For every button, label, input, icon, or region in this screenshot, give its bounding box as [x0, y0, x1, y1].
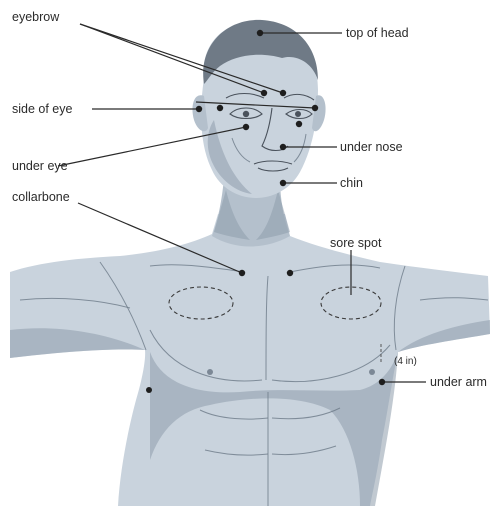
under-arm-point-right	[379, 379, 385, 385]
label-sore-spot: sore spot	[330, 236, 382, 250]
label-chin: chin	[340, 176, 363, 190]
chin-point	[280, 180, 286, 186]
label-four-inches: (4 in)	[394, 356, 417, 367]
under-arm-point-left	[146, 387, 152, 393]
label-top-of-head: top of head	[346, 26, 409, 40]
eyebrow-point-left	[261, 90, 267, 96]
label-under-arm: under arm	[430, 375, 487, 389]
label-under-eye: under eye	[12, 159, 68, 173]
label-eyebrow: eyebrow	[12, 10, 60, 24]
side-of-eye-point-left	[196, 106, 202, 112]
side-of-eye-point-inner	[217, 105, 223, 111]
label-side-of-eye: side of eye	[12, 102, 73, 116]
human-figure-illustration	[10, 20, 490, 506]
collarbone-point-right	[287, 270, 293, 276]
side-of-eye-point-right	[312, 105, 318, 111]
collarbone-point-left	[239, 270, 245, 276]
under-nose-point	[280, 144, 286, 150]
label-under-nose: under nose	[340, 140, 403, 154]
label-collarbone: collarbone	[12, 190, 70, 204]
under-eye-point-left	[243, 124, 249, 130]
eyebrow-point-right	[280, 90, 286, 96]
under-eye-point-right	[296, 121, 302, 127]
top-of-head-point	[257, 30, 263, 36]
